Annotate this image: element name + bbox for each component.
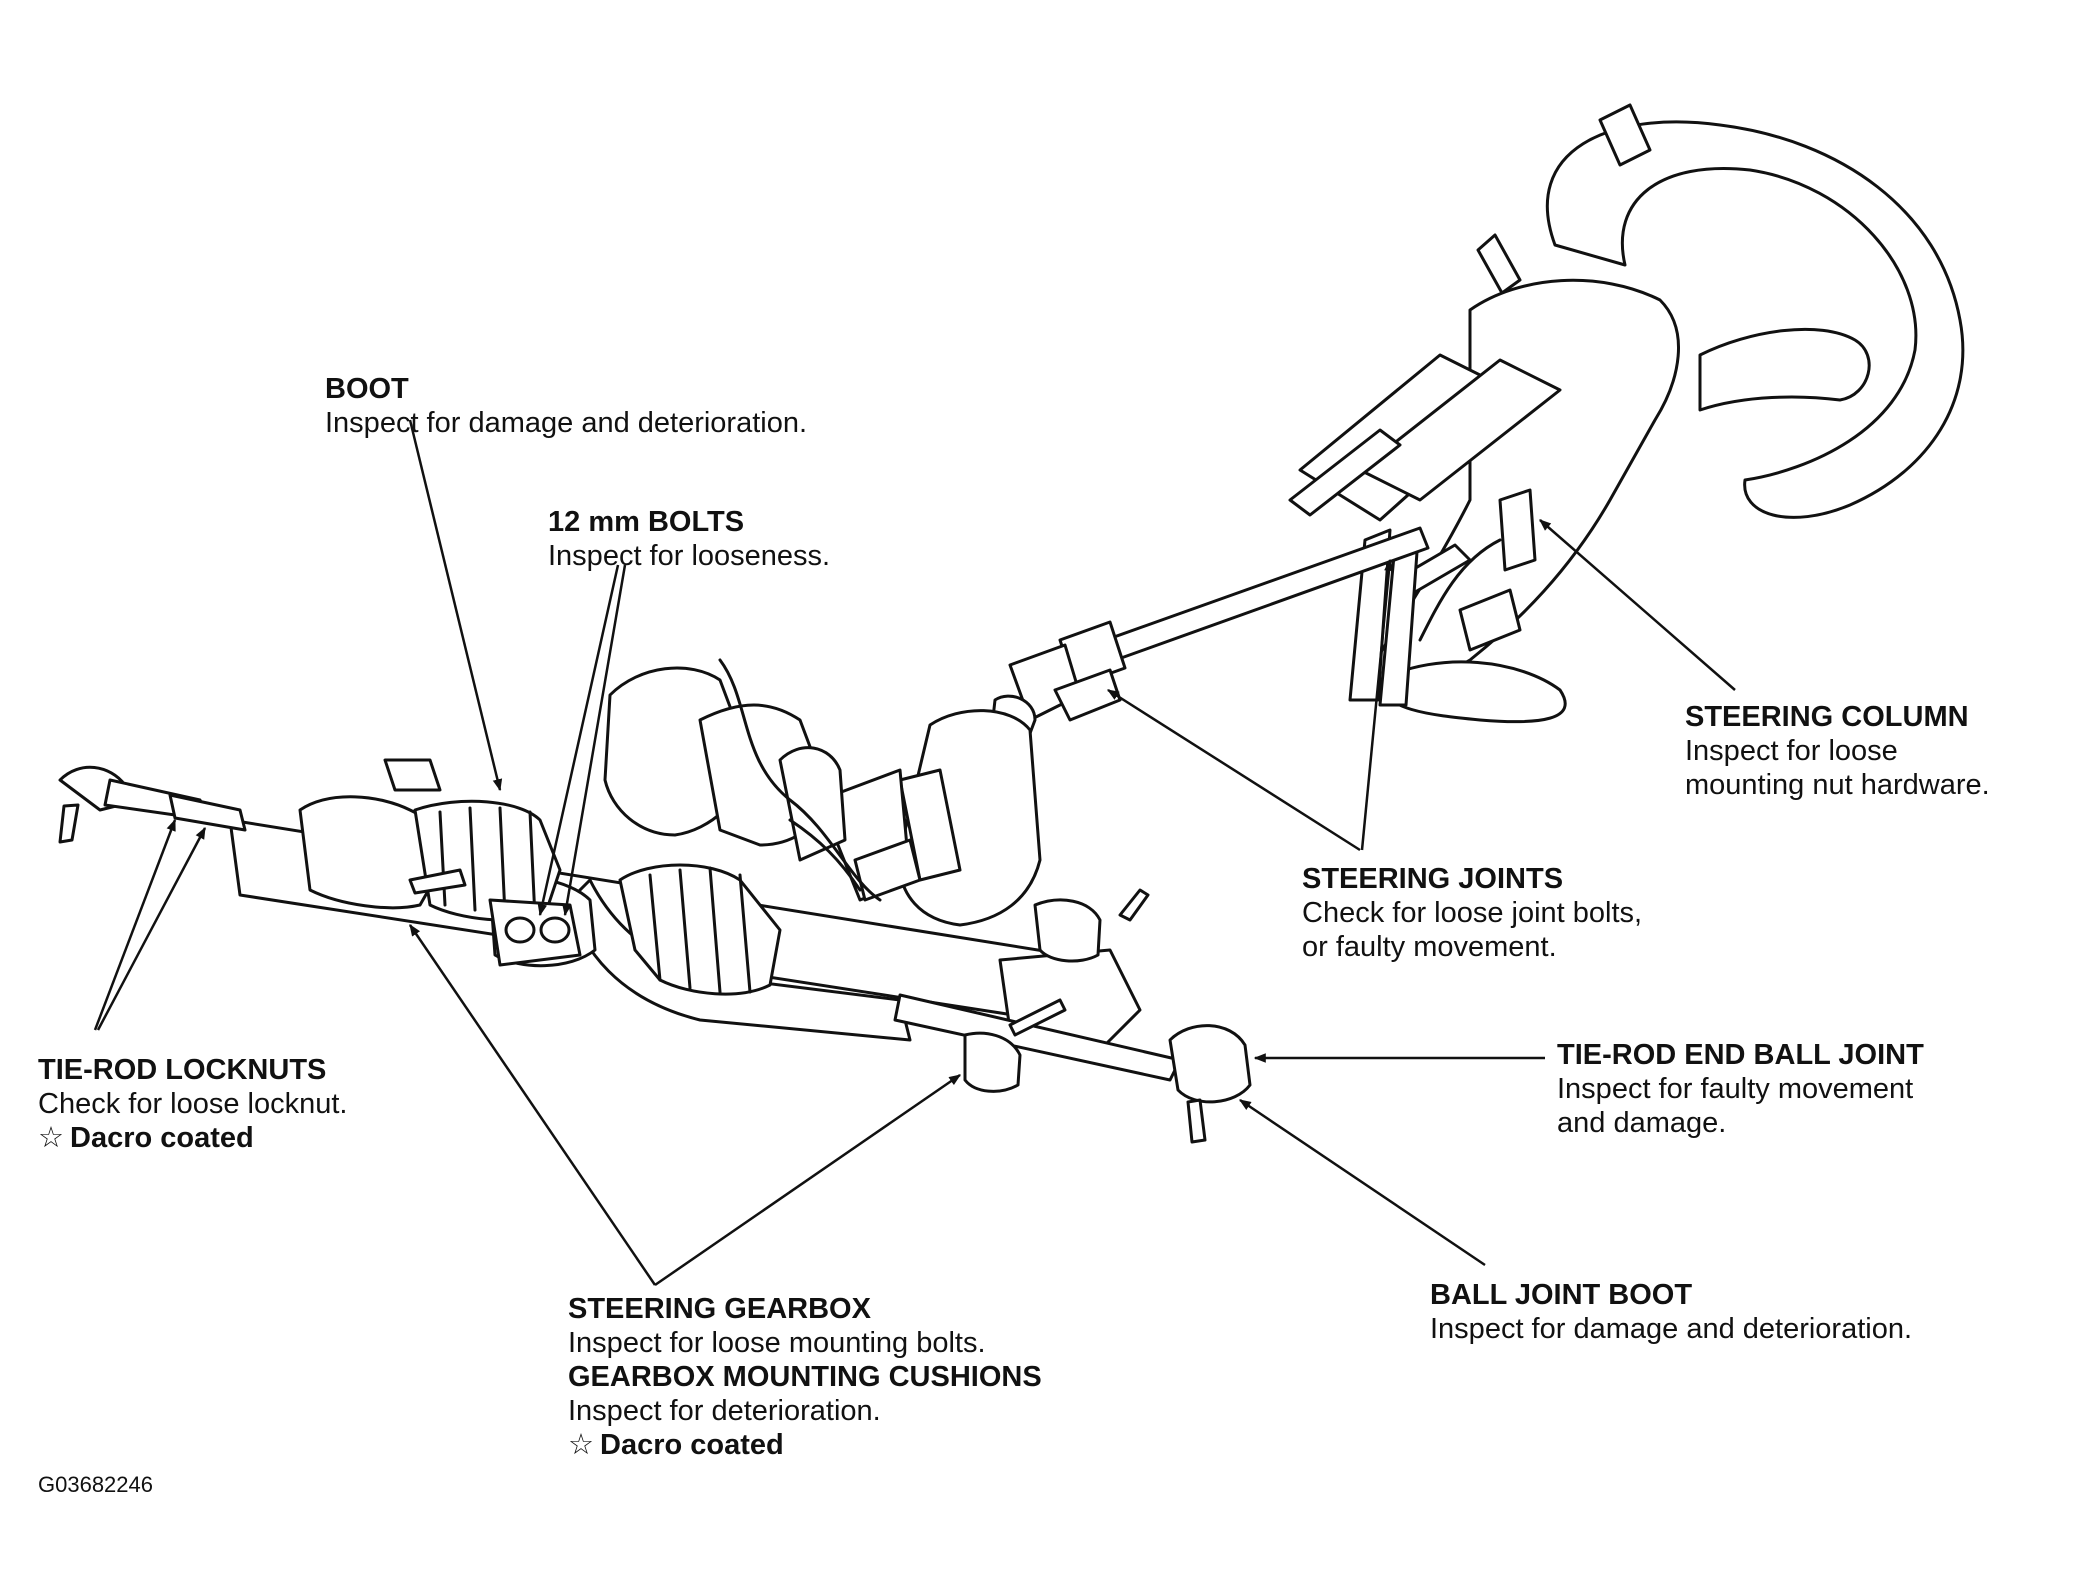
- steering-joints-note-1: Check for loose joint bolts,: [1302, 897, 1643, 929]
- steering-column-title: STEERING COLUMN: [1685, 701, 1969, 733]
- star-icon: ☆: [38, 1122, 64, 1154]
- wiring: [718, 538, 1502, 902]
- gearbox-cushions-note: Inspect for deterioration.: [568, 1395, 881, 1427]
- steering-column-note-2: mounting nut hardware.: [1685, 769, 1990, 801]
- tie-rod-locknuts-coating: ☆Dacro coated: [38, 1121, 347, 1155]
- leader-joints-2: [1360, 558, 1394, 851]
- steering-gearbox-title: STEERING GEARBOX: [568, 1293, 871, 1325]
- bolts-title: 12 mm BOLTS: [548, 506, 745, 538]
- callout-steering-joints: STEERING JOINTS Check for loose joint bo…: [1302, 862, 1642, 964]
- tie-rod-end-title: TIE-ROD END BALL JOINT: [1557, 1039, 1924, 1071]
- leader-boot: [408, 419, 503, 792]
- callout-12mm-bolts: 12 mm BOLTS Inspect for looseness.: [548, 505, 830, 573]
- callout-ball-joint-boot: BALL JOINT BOOT Inspect for damage and d…: [1430, 1278, 1912, 1346]
- steering-gearbox-valve: [603, 666, 1042, 927]
- leader-gearbox-1: [408, 924, 657, 1286]
- ball-joint-boot-title: BALL JOINT BOOT: [1430, 1279, 1693, 1311]
- leader-joints-1: [1106, 688, 1361, 852]
- rack-boot-left: [298, 795, 562, 922]
- leader-gearbox-2: [654, 1073, 961, 1287]
- intermediate-shaft: [988, 526, 1430, 766]
- steering-column-body: [1288, 278, 1680, 724]
- tie-rod-end-note-2: and damage.: [1557, 1107, 1727, 1139]
- leader-steering-column: [1539, 519, 1736, 691]
- steering-joints-title: STEERING JOINTS: [1302, 863, 1564, 895]
- leader-bolts-2: [562, 564, 627, 917]
- dacro-coated-label: Dacro coated: [70, 1122, 254, 1154]
- leader-ball-joint-boot: [1239, 1098, 1486, 1267]
- tie-rod-left: [58, 765, 247, 844]
- rack-boot-right: [618, 863, 782, 996]
- callout-steering-column: STEERING COLUMN Inspect for loose mounti…: [1685, 700, 1990, 802]
- tie-rod-locknuts-note: Check for loose locknut.: [38, 1088, 348, 1120]
- tie-rod-end-note-1: Inspect for faulty movement: [1557, 1073, 1914, 1105]
- tie-rod-right: [893, 993, 1252, 1144]
- steering-column-note-1: Inspect for loose: [1685, 735, 1898, 767]
- bolts-note: Inspect for looseness.: [548, 540, 831, 572]
- dacro-coated-label: Dacro coated: [600, 1429, 784, 1461]
- ball-joint-boot-note: Inspect for damage and deterioration.: [1430, 1313, 1913, 1345]
- callout-tie-rod-locknuts: TIE-ROD LOCKNUTS Check for loose locknut…: [38, 1053, 347, 1155]
- steering-wheel: [1476, 103, 1965, 519]
- callout-steering-gearbox: STEERING GEARBOX Inspect for loose mount…: [568, 1292, 1042, 1462]
- leader-locknuts-1: [93, 818, 177, 1031]
- leader-locknuts-2: [96, 826, 207, 1031]
- gearbox-coating: ☆Dacro coated: [568, 1428, 1042, 1462]
- gearbox-mount-brackets: [383, 758, 1150, 1093]
- leader-bolts-1: [537, 564, 620, 917]
- gearbox-cushions-title: GEARBOX MOUNTING CUSHIONS: [568, 1361, 1042, 1393]
- steering-joints-note-2: or faulty movement.: [1302, 931, 1557, 963]
- callout-tie-rod-end-ball-joint: TIE-ROD END BALL JOINT Inspect for fault…: [1557, 1038, 1924, 1140]
- callout-boot: BOOT Inspect for damage and deterioratio…: [325, 372, 807, 440]
- boot-title: BOOT: [325, 373, 409, 405]
- figure-id: G03682246: [38, 1472, 153, 1497]
- tie-rod-locknuts-title: TIE-ROD LOCKNUTS: [38, 1054, 327, 1086]
- star-icon: ☆: [568, 1429, 594, 1461]
- steering-gearbox-note: Inspect for loose mounting bolts.: [568, 1327, 986, 1359]
- boot-note: Inspect for damage and deterioration.: [325, 407, 808, 439]
